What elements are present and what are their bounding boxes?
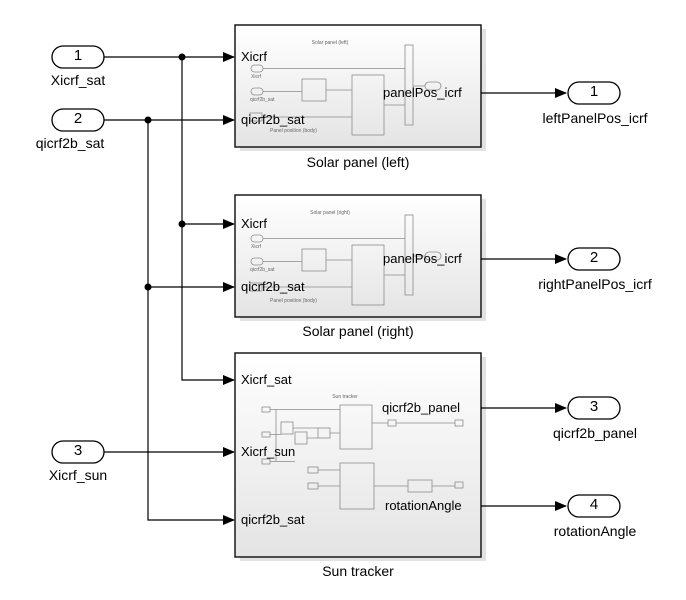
- left-port-panelpos: panelPos_icrf: [383, 85, 462, 100]
- inner-diagram-right: [249, 214, 442, 306]
- inport-1-label: Xicrf_sat: [50, 72, 106, 88]
- left-port-qicrf2b-sat: qicrf2b_sat: [241, 112, 305, 127]
- right-inner-panel-position: Panel position (body): [270, 298, 317, 304]
- right-inner-title: Solar panel (right): [310, 210, 350, 216]
- outport-3-label: qicrf2b_panel: [552, 425, 638, 441]
- inner-diagram-left: [249, 44, 442, 136]
- outport-3-number: 3: [589, 398, 599, 415]
- right-port-qicrf2b-sat: qicrf2b_sat: [241, 279, 305, 294]
- left-inner-title: Solar panel (left): [311, 40, 349, 46]
- sun-port-xicrf-sun: Xicrf_sun: [241, 444, 296, 459]
- subsystem-solar-panel-left[interactable]: [234, 24, 486, 151]
- right-port-panelpos: panelPos_icrf: [383, 251, 462, 266]
- left-inner-qicrf2b: qicrf2b_sat: [250, 97, 275, 103]
- outport-4-label: rotationAngle: [553, 523, 637, 539]
- outport-2-label: rightPanelPos_icrf: [538, 276, 652, 292]
- outport-1[interactable]: [567, 81, 621, 105]
- inport-2[interactable]: [51, 108, 105, 132]
- inport-3-label: Xicrf_sun: [48, 467, 108, 483]
- branch-points: [144, 53, 186, 291]
- outport-2-number: 2: [589, 249, 599, 266]
- subsystem-right-name: Solar panel (right): [302, 323, 414, 339]
- left-port-xicrf: Xicrf: [241, 49, 267, 64]
- subsystem-left-name: Solar panel (left): [306, 154, 410, 170]
- outport-2[interactable]: [567, 247, 621, 271]
- signal-lines: [104, 52, 567, 525]
- inport-3-number: 3: [73, 442, 83, 459]
- outport-4[interactable]: [567, 494, 621, 518]
- sun-port-qicrf2b-sat: qicrf2b_sat: [241, 512, 305, 527]
- subsystem-solar-panel-right[interactable]: [234, 194, 486, 321]
- inner-diagram-sun: [261, 404, 464, 510]
- inport-3[interactable]: [51, 440, 105, 464]
- right-port-xicrf: Xicrf: [241, 216, 267, 231]
- sun-port-xicrf-sat: Xicrf_sat: [241, 372, 292, 387]
- inport-1[interactable]: [51, 45, 105, 69]
- outport-1-number: 1: [589, 83, 599, 100]
- left-inner-panel-position: Panel position (body): [270, 128, 317, 134]
- left-inner-xicrf: Xicrf: [251, 74, 261, 80]
- sun-port-qicrf2b-panel: qicrf2b_panel: [382, 400, 461, 415]
- right-inner-xicrf: Xicrf: [251, 244, 261, 250]
- outport-4-number: 4: [589, 496, 599, 513]
- inport-2-label: qicrf2b_sat: [35, 135, 105, 151]
- outport-1-label: leftPanelPos_icrf: [542, 110, 648, 126]
- subsystem-sun-name: Sun tracker: [322, 563, 394, 579]
- outport-3[interactable]: [567, 396, 621, 420]
- inport-2-number: 2: [73, 110, 83, 127]
- inport-1-number: 1: [73, 47, 83, 64]
- sun-port-rotationangle: rotationAngle: [385, 498, 462, 513]
- right-inner-qicrf2b: qicrf2b_sat: [250, 267, 275, 273]
- sun-inner-title: Sun tracker: [332, 394, 358, 400]
